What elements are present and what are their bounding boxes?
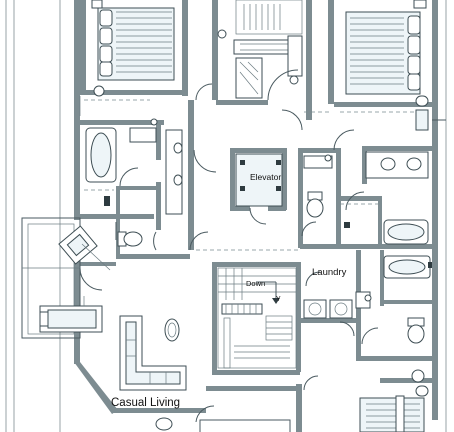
casual-living-label: Casual Living xyxy=(111,397,180,409)
laundry-label: Laundry xyxy=(312,267,347,278)
bath-right xyxy=(301,151,429,245)
bed-top-left xyxy=(79,0,175,116)
stairs-arrow-label: Y xyxy=(276,296,281,303)
balcony xyxy=(21,217,81,339)
bath-left xyxy=(84,118,183,251)
stairs-down-label: Down xyxy=(246,279,265,288)
corridor-doors xyxy=(79,109,330,291)
walk-in-closet xyxy=(195,0,303,101)
armchair-balcony xyxy=(58,225,111,271)
staircase xyxy=(217,267,297,369)
exterior-walls xyxy=(74,0,438,432)
bath-right-lower xyxy=(355,255,432,345)
bed-top-right xyxy=(333,0,446,151)
elevator-label: Elevator xyxy=(250,172,281,182)
lounger-balcony xyxy=(39,296,103,333)
bed-bottom-right xyxy=(303,369,429,432)
casual-living-furniture xyxy=(119,315,291,432)
laundry-room xyxy=(303,271,355,337)
elevator-shaft xyxy=(235,153,283,225)
site-lines xyxy=(5,0,447,432)
